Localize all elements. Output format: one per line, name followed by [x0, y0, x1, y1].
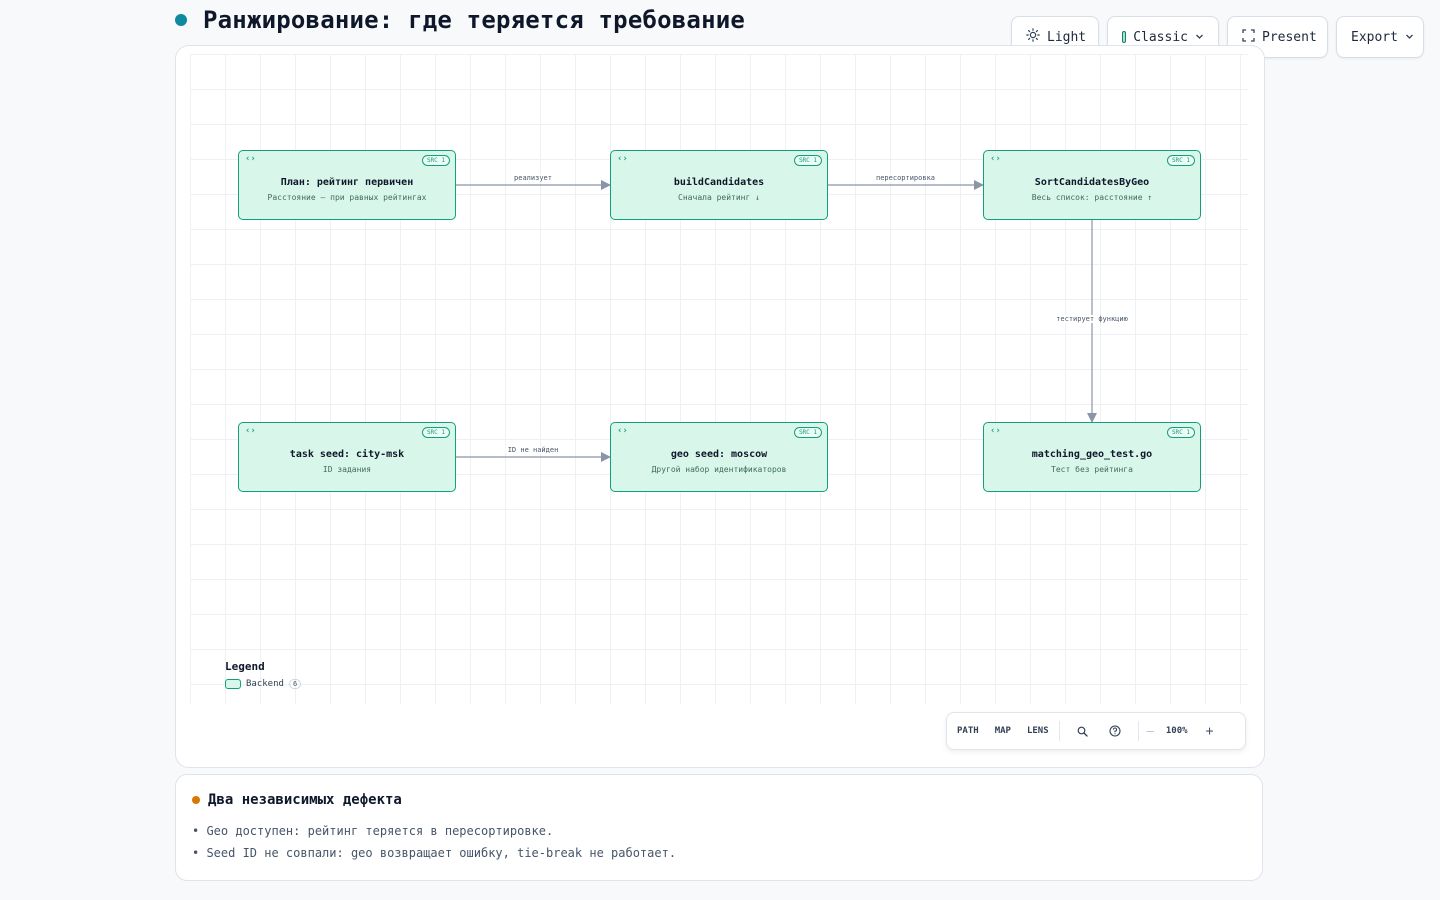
edge-label: ID не найден	[505, 446, 561, 454]
notes-item: • Geo доступен: рейтинг теряется в перес…	[192, 824, 554, 838]
legend-item-count: 6	[288, 679, 302, 689]
edge-label: пересортировка	[873, 174, 938, 182]
code-icon: ‹›	[245, 154, 256, 164]
notes-header: Два независимых дефекта	[192, 792, 402, 808]
title-status-dot	[175, 14, 187, 26]
diagram-canvas[interactable]: реализует пересортировка тестирует функцию…	[175, 45, 1265, 768]
node-task[interactable]: ‹› SRC 1 task seed: city-msk ID задания	[238, 422, 456, 492]
source-badge: SRC 1	[1166, 155, 1195, 166]
node-subtitle: Другой набор идентификаторов	[651, 465, 787, 474]
source-badge: SRC 1	[421, 155, 450, 166]
code-icon: ‹›	[245, 426, 256, 436]
node-title: SortCandidatesByGeo	[1034, 177, 1150, 188]
search-icon[interactable]	[1074, 722, 1092, 740]
source-badge: SRC 1	[793, 427, 822, 438]
node-subtitle: Расстояние — при равных рейтингах	[267, 193, 427, 202]
present-label: Present	[1262, 29, 1317, 45]
node-title: task seed: city-msk	[289, 449, 405, 460]
legend-swatch	[225, 679, 241, 689]
page-title: Ранжирование: где теряется требование	[203, 6, 746, 34]
help-icon[interactable]	[1106, 722, 1124, 740]
divider	[1058, 721, 1060, 741]
minus-icon[interactable]: –	[1146, 724, 1154, 738]
lens-mode-button[interactable]: LENS	[1026, 726, 1049, 736]
node-subtitle: Весь список: расстояние ↑	[1031, 193, 1153, 202]
path-mode-button[interactable]: PATH	[957, 726, 979, 736]
source-badge: SRC 1	[793, 155, 822, 166]
code-icon: ‹›	[617, 154, 628, 164]
code-icon: ‹›	[990, 426, 1001, 436]
map-mode-button[interactable]: MAP	[994, 726, 1011, 736]
edge-label: тестирует функцию	[1054, 315, 1130, 323]
fullscreen-icon	[1242, 28, 1255, 46]
source-badge: SRC 1	[1166, 427, 1195, 438]
node-title: План: рейтинг первичен	[280, 177, 414, 188]
notes-dot	[192, 796, 200, 804]
notes-title: Два независимых дефекта	[208, 792, 402, 808]
edge-label: реализует	[512, 174, 554, 182]
view-controls: PATH MAP LENS – 100% +	[946, 712, 1246, 750]
legend-item-backend[interactable]: Backend 6	[225, 679, 302, 689]
style-select-label: Classic	[1133, 29, 1188, 45]
sun-icon	[1026, 28, 1040, 46]
source-badge: SRC 1	[421, 427, 450, 438]
node-subtitle: Сначала рейтинг ↓	[678, 193, 760, 202]
code-icon: ‹›	[990, 154, 1001, 164]
zoom-level: 100%	[1165, 726, 1188, 736]
node-subtitle: ID задания	[322, 465, 372, 474]
notes-list: • Geo доступен: рейтинг теряется в перес…	[192, 820, 676, 864]
legend-title: Legend	[225, 660, 265, 673]
legend-item-label: Backend	[246, 679, 284, 689]
chevron-down-icon	[1405, 30, 1414, 45]
chevron-down-icon	[1195, 30, 1204, 45]
node-title: geo seed: moscow	[670, 449, 768, 460]
plus-icon[interactable]: +	[1205, 723, 1214, 739]
export-label: Export	[1351, 29, 1398, 45]
node-title: matching_geo_test.go	[1031, 449, 1153, 460]
notes-panel: Два независимых дефекта • Geo доступен: …	[175, 774, 1263, 881]
notes-item: • Seed ID не совпали: geo возвращает оши…	[192, 846, 677, 860]
export-dropdown[interactable]: Export	[1336, 16, 1424, 58]
node-subtitle: Тест без рейтинга	[1051, 465, 1133, 474]
divider	[1137, 721, 1139, 741]
style-swatch	[1122, 31, 1127, 43]
theme-toggle-label: Light	[1047, 29, 1087, 45]
page-title-row: Ранжирование: где теряется требование	[175, 6, 745, 34]
legend: Legend Backend 6	[225, 660, 302, 689]
code-icon: ‹›	[617, 426, 628, 436]
node-title: buildCandidates	[673, 177, 765, 188]
